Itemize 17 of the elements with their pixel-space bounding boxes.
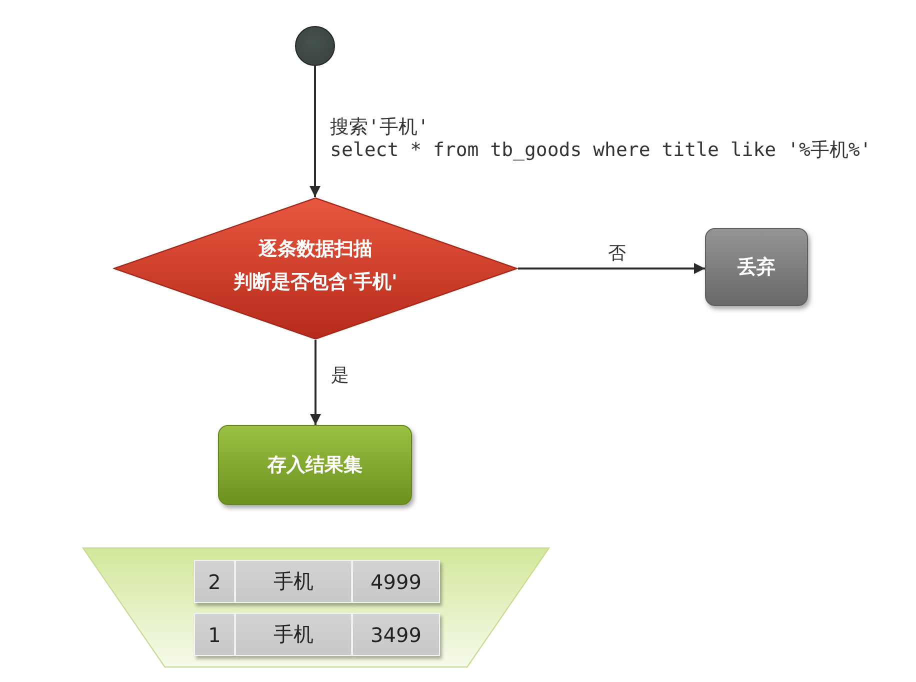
table-cell: 2 xyxy=(194,560,235,603)
arrow xyxy=(518,263,705,274)
decision-diamond xyxy=(113,197,518,340)
trapezoid-panel xyxy=(82,547,550,668)
process-box: 存入结果集 xyxy=(218,425,412,505)
diamond-text: 逐条数据扫描 xyxy=(258,236,372,262)
table-cell: 手机 xyxy=(235,560,352,603)
diamond-text: 判断是否包含'手机' xyxy=(234,270,398,294)
table-cell: 手机 xyxy=(235,613,352,656)
table-cell: 3499 xyxy=(352,613,440,656)
start-circle xyxy=(295,26,335,66)
process-box: 丢弃 xyxy=(705,228,808,306)
edge-label: 是 xyxy=(331,365,349,387)
table-cell: 4999 xyxy=(352,560,440,603)
arrow xyxy=(310,66,320,197)
arrow xyxy=(310,340,321,425)
table-cell: 1 xyxy=(194,613,235,656)
